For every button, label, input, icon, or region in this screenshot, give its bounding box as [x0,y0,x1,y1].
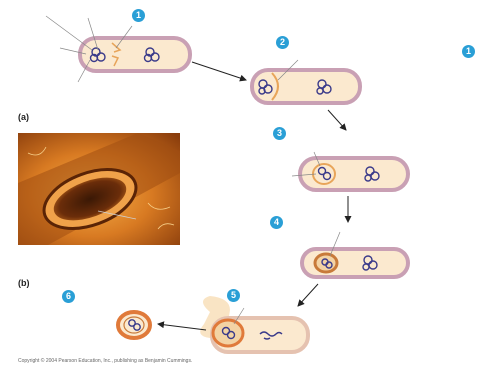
arrow-2-to-3 [328,110,346,130]
micrograph-photo [18,133,180,245]
step-badge-5: 5 [227,289,240,302]
arrow-4-to-5 [298,284,318,306]
cell-stage-5 [200,296,308,352]
copyright-text: Copyright © 2004 Pearson Education, Inc.… [18,358,192,364]
panel-label-b: (b) [18,278,30,288]
cell-stage-3 [292,152,408,190]
arrow-1-to-2 [192,62,246,80]
cell-stage-2 [252,60,360,103]
step-badge-3: 3 [273,127,286,140]
arrow-5-to-6 [158,324,206,330]
step-badge-1: 1 [132,9,145,22]
step-badge-4: 4 [270,216,283,229]
panel-label-a: (a) [18,112,29,122]
step-badge-2: 2 [276,36,289,49]
cell-stage-1 [46,16,190,82]
step-badge-6: 6 [62,290,75,303]
cell-stage-4 [302,232,408,277]
free-endospore [118,312,150,338]
step-badge-1-right: 1 [462,45,475,58]
